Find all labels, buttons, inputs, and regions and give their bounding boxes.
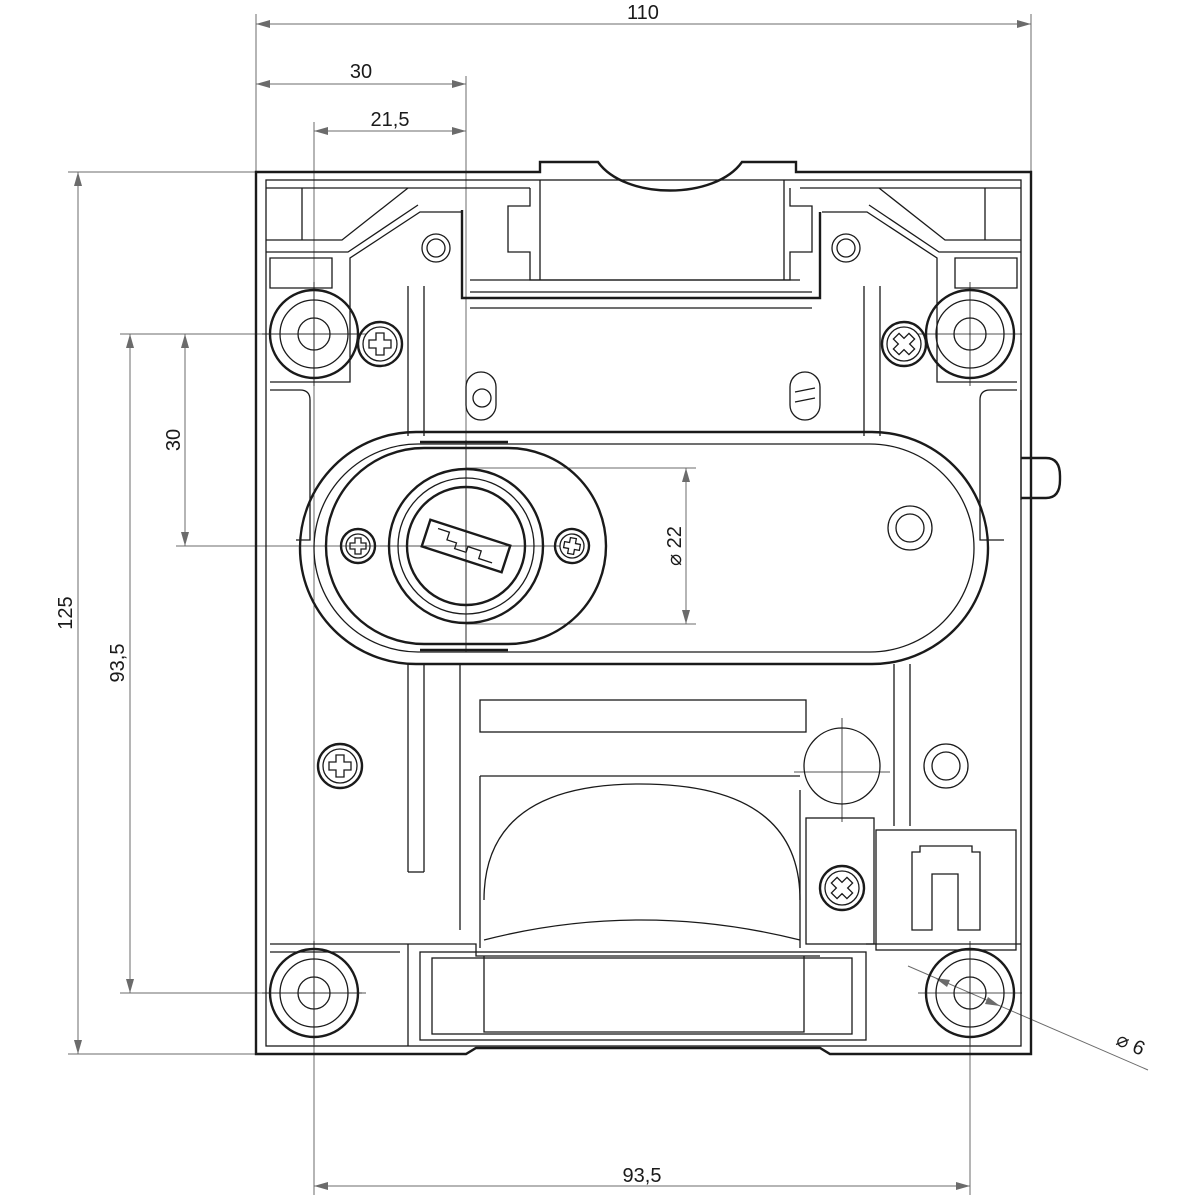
center-lines — [380, 440, 560, 652]
dim-overall-width: 110 — [627, 2, 659, 24]
dim-vertical-30: 30 — [163, 429, 185, 451]
dim-hole-diameter: ⌀ 6 — [1113, 1029, 1148, 1061]
dim-offset-30: 30 — [350, 61, 372, 83]
screw-icon — [316, 742, 364, 790]
screw-icon — [553, 527, 591, 565]
screw-icon — [356, 320, 404, 368]
screw-icon — [818, 864, 866, 912]
mounting-holes — [262, 282, 1022, 1045]
screw-icon — [339, 527, 377, 565]
mounting-hole — [262, 941, 366, 1045]
dim-horizontal-93-5: 93,5 — [623, 1165, 662, 1187]
mounting-hole — [262, 282, 366, 386]
dimension-lines — [68, 14, 1149, 1195]
lock-body — [254, 160, 1062, 1056]
dim-cylinder-diameter: ⌀ 22 — [664, 526, 686, 566]
mounting-hole — [918, 941, 1022, 1045]
dim-offset-21-5: 21,5 — [371, 109, 410, 131]
screws — [316, 320, 928, 912]
mounting-hole — [918, 282, 1022, 386]
dim-overall-height: 125 — [55, 596, 77, 629]
dim-vertical-93-5: 93,5 — [107, 644, 129, 683]
screw-icon — [880, 320, 928, 368]
